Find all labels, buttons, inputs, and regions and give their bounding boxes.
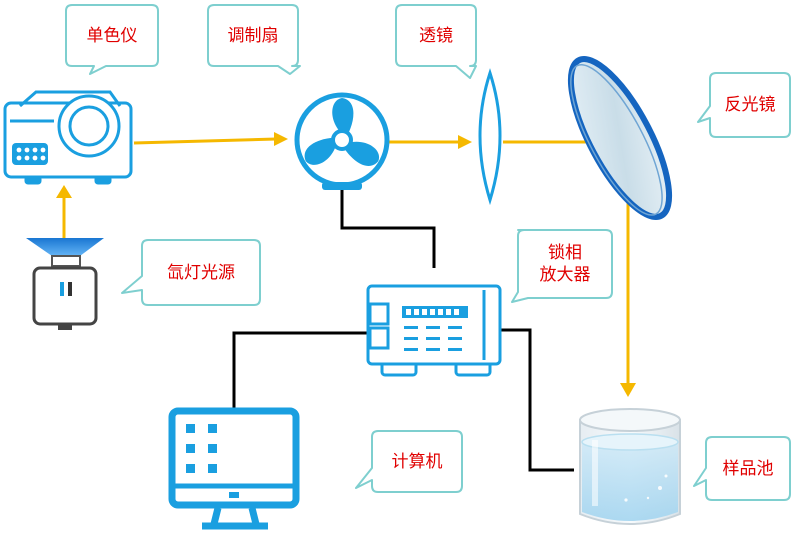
callout-bubble-mirror xyxy=(697,72,791,138)
beam-arrowhead-up xyxy=(56,185,72,198)
wire-lockin-to-sample xyxy=(500,328,574,472)
mirror-icon xyxy=(567,56,673,220)
beam-arrowhead-sample xyxy=(620,383,636,397)
callout-bubble-sample-cell xyxy=(693,436,791,501)
beam-mono-to-chopper xyxy=(133,137,277,145)
callout-bubble-chopper xyxy=(207,4,301,75)
callout-bubble-lockin xyxy=(511,229,613,303)
amplifier-icon xyxy=(366,284,502,377)
callout-bubble-monochromator xyxy=(65,4,159,75)
signal-wires xyxy=(232,185,574,472)
wire-chopper-to-lockin xyxy=(340,185,436,268)
beam-arrowhead-lens xyxy=(458,135,472,149)
beaker-icon xyxy=(579,408,681,525)
beam-arrowhead-chopper xyxy=(274,132,288,146)
projector-icon xyxy=(3,90,133,185)
callouts xyxy=(65,4,791,501)
fan-icon xyxy=(294,92,390,190)
callout-bubble-computer xyxy=(355,430,463,493)
lens-icon xyxy=(478,68,502,206)
callout-bubble-lens xyxy=(395,4,477,79)
lamp-icon xyxy=(26,238,104,330)
callout-bubble-light-source xyxy=(121,239,261,306)
wire-lockin-to-computer xyxy=(232,331,368,408)
monitor-icon xyxy=(168,407,300,530)
